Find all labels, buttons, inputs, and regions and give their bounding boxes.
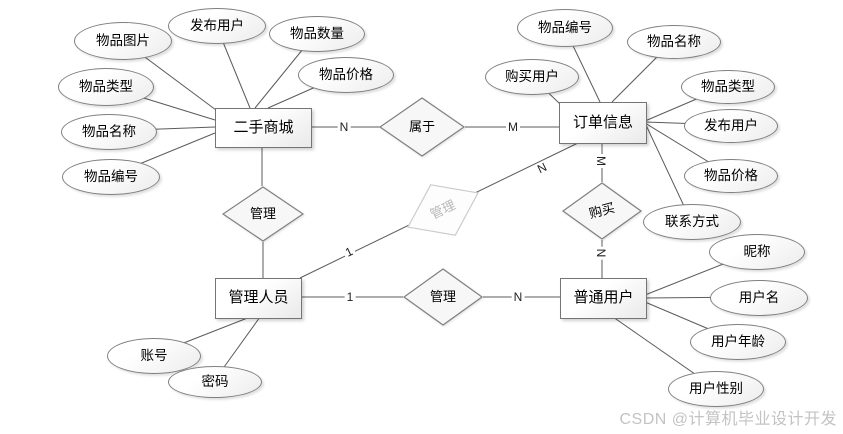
- diamond-outline: [379, 97, 465, 157]
- watermark-text: CSDN @计算机毕业设计开发: [619, 411, 837, 428]
- entity-regular-user: 普通用户: [560, 278, 647, 319]
- attr-admin-password: 密码: [168, 366, 262, 398]
- relation-belongs-to: 属于: [379, 97, 465, 157]
- diamond-shape: [379, 97, 465, 157]
- diamond-outline: [407, 184, 479, 236]
- entity-second-hand-mall: 二手商城: [215, 108, 312, 148]
- cardinality-label: M: [506, 120, 520, 134]
- attr-mall-item-price: 物品价格: [298, 57, 394, 93]
- relation-manage-bottom: 管理: [403, 268, 483, 326]
- diamond-shape: [562, 182, 642, 240]
- attr-order-buyer: 购买用户: [485, 59, 579, 95]
- entity-admin: 管理人员: [215, 278, 302, 319]
- attr-order-item-name: 物品名称: [627, 25, 721, 59]
- attr-user-username: 用户名: [710, 280, 808, 316]
- attr-mall-publisher: 发布用户: [168, 8, 266, 44]
- relation-manage-faded: 管理: [394, 166, 491, 253]
- attr-mall-item-quantity: 物品数量: [269, 16, 365, 52]
- diamond-shape: [403, 268, 483, 326]
- attr-user-gender: 用户性别: [668, 371, 764, 407]
- attr-user-nickname: 昵称: [709, 234, 805, 270]
- diamond-shape: [222, 186, 304, 242]
- cardinality-label: N: [511, 290, 525, 304]
- attr-user-age: 用户年龄: [690, 324, 786, 360]
- attr-mall-item-no: 物品编号: [62, 159, 160, 195]
- attr-order-item-price: 物品价格: [684, 159, 778, 193]
- relation-buy: 购买: [562, 182, 642, 240]
- attr-order-item-type: 物品类型: [681, 70, 775, 104]
- cardinality-label: 1: [344, 290, 356, 304]
- diamond-outline: [403, 268, 483, 326]
- attr-admin-account: 账号: [107, 338, 201, 374]
- cardinality-label: M: [594, 154, 608, 168]
- attr-mall-item-type: 物品类型: [58, 68, 154, 106]
- relation-label: 管理: [429, 288, 456, 304]
- cardinality-label: N: [594, 246, 608, 260]
- attr-mall-item-name: 物品名称: [61, 114, 157, 150]
- cardinality-label: N: [337, 120, 351, 134]
- attr-order-contact: 联系方式: [643, 204, 741, 240]
- relation-label: 属于: [408, 118, 435, 134]
- diamond-outline: [562, 182, 642, 240]
- entity-order-info: 订单信息: [559, 102, 647, 144]
- relation-manage-top: 管理: [222, 186, 304, 242]
- relation-label: 管理: [249, 205, 276, 221]
- attr-order-item-no: 物品编号: [517, 9, 613, 47]
- attr-mall-item-image: 物品图片: [74, 22, 172, 60]
- attr-order-publisher: 发布用户: [684, 109, 778, 143]
- diamond-shape: [407, 184, 479, 236]
- diamond-outline: [222, 186, 304, 242]
